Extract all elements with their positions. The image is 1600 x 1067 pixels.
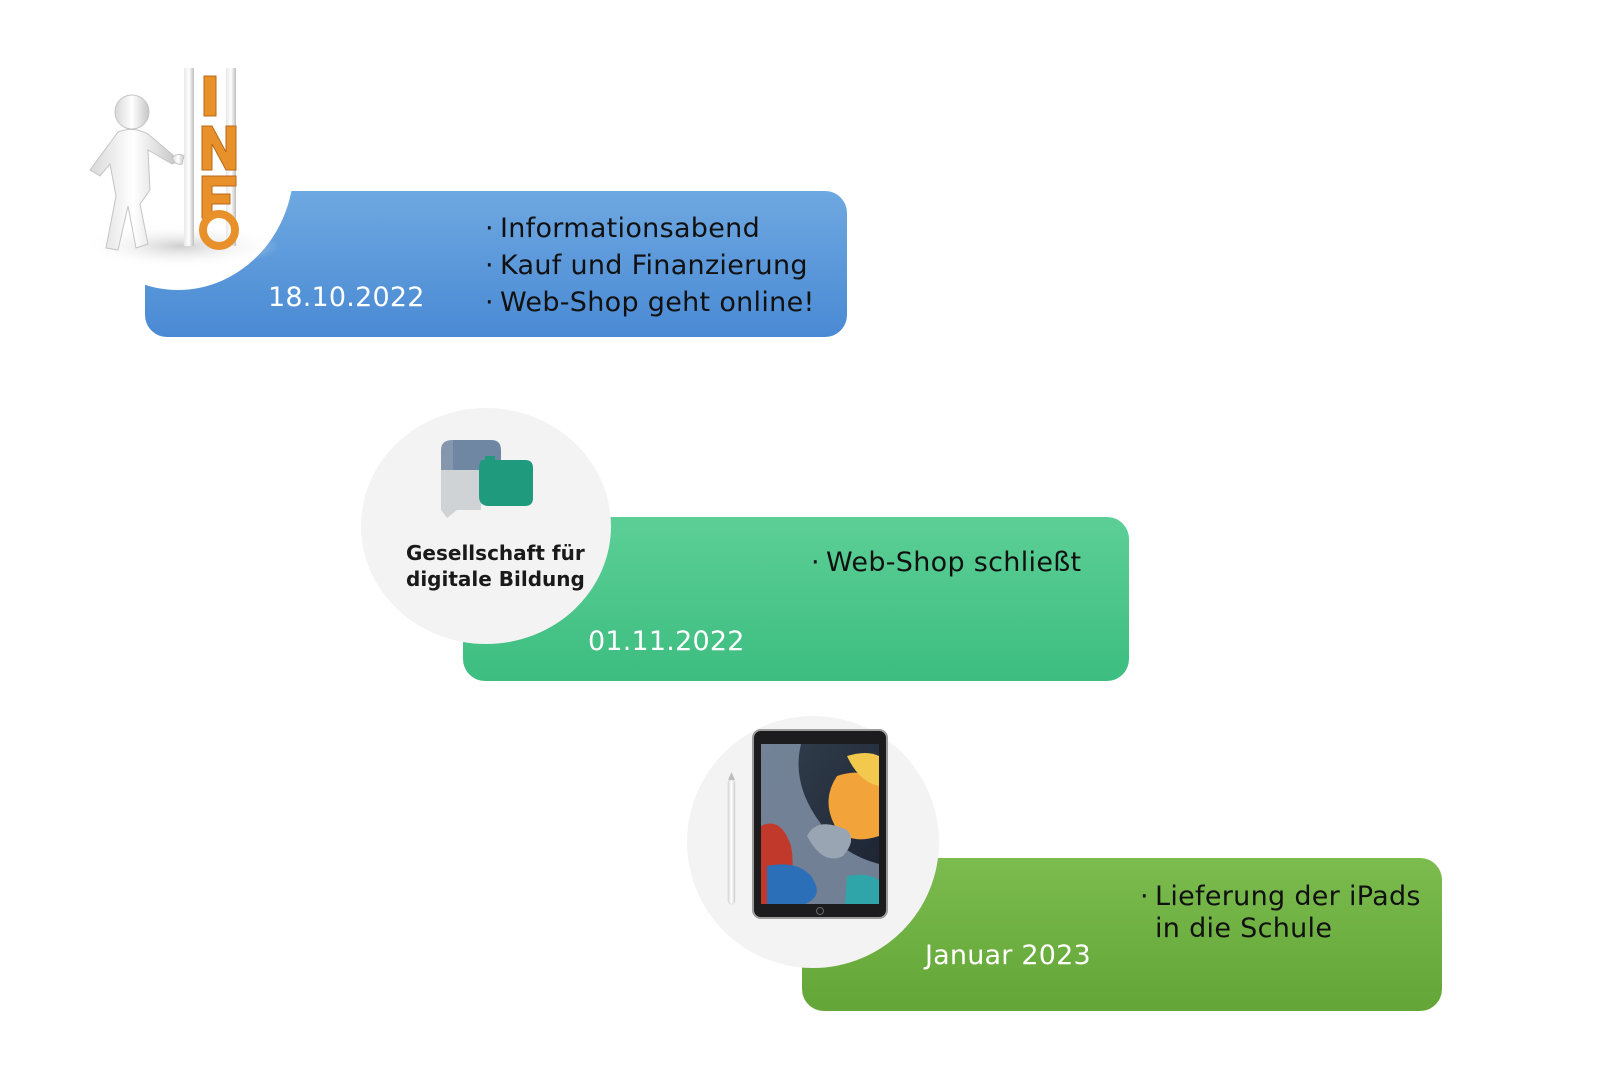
info-figure-icon bbox=[80, 68, 280, 268]
timeline-item: Informationsabend bbox=[485, 210, 815, 247]
timeline-item: Kauf und Finanzierung bbox=[485, 247, 815, 284]
logo-line-2: digitale Bildung bbox=[406, 567, 585, 591]
timeline-date-2: 01.11.2022 bbox=[588, 626, 745, 657]
timeline-items-1: Informationsabend Kauf und Finanzierung … bbox=[485, 210, 815, 321]
ipad-icon bbox=[727, 729, 888, 919]
timeline-item: Lieferung der iPads in die Schule bbox=[1140, 881, 1421, 945]
timeline-card-1: 18.10.2022 Informationsabend Kauf und Fi… bbox=[145, 191, 847, 337]
logo-line-1: Gesellschaft für bbox=[406, 541, 585, 565]
timeline-item-line: Lieferung der iPads bbox=[1155, 881, 1421, 912]
timeline-item-continuation: in die Schule bbox=[1155, 913, 1333, 944]
chat-bubbles-logo-icon bbox=[441, 440, 533, 518]
info-figure-circle bbox=[62, 40, 294, 290]
timeline-items-2: Web-Shop schließt bbox=[811, 544, 1081, 581]
ipad-circle bbox=[687, 716, 939, 968]
timeline-date-3: Januar 2023 bbox=[925, 940, 1091, 971]
timeline-item: Web-Shop geht online! bbox=[485, 284, 815, 321]
gfdb-logo-circle: Gesellschaft für digitale Bildung bbox=[361, 408, 611, 644]
timeline-item: Web-Shop schließt bbox=[811, 544, 1081, 581]
timeline-date-1: 18.10.2022 bbox=[268, 282, 425, 313]
timeline-items-3: Lieferung der iPads in die Schule bbox=[1140, 881, 1421, 945]
gfdb-logo-text: Gesellschaft für digitale Bildung bbox=[406, 540, 585, 592]
